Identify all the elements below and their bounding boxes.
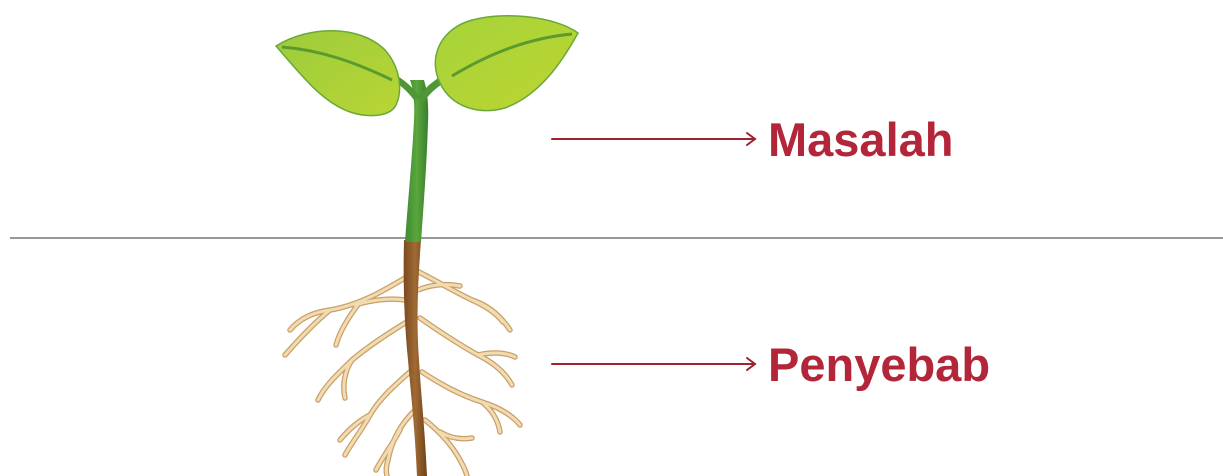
thin-roots bbox=[285, 270, 520, 476]
stem bbox=[405, 80, 428, 242]
cause-label: Penyebab bbox=[768, 341, 990, 388]
arrow-to-cause bbox=[552, 358, 755, 370]
problem-label: Masalah bbox=[768, 116, 953, 163]
left-leaf bbox=[276, 31, 400, 116]
arrow-to-problem bbox=[552, 133, 755, 145]
right-leaf bbox=[435, 16, 578, 111]
